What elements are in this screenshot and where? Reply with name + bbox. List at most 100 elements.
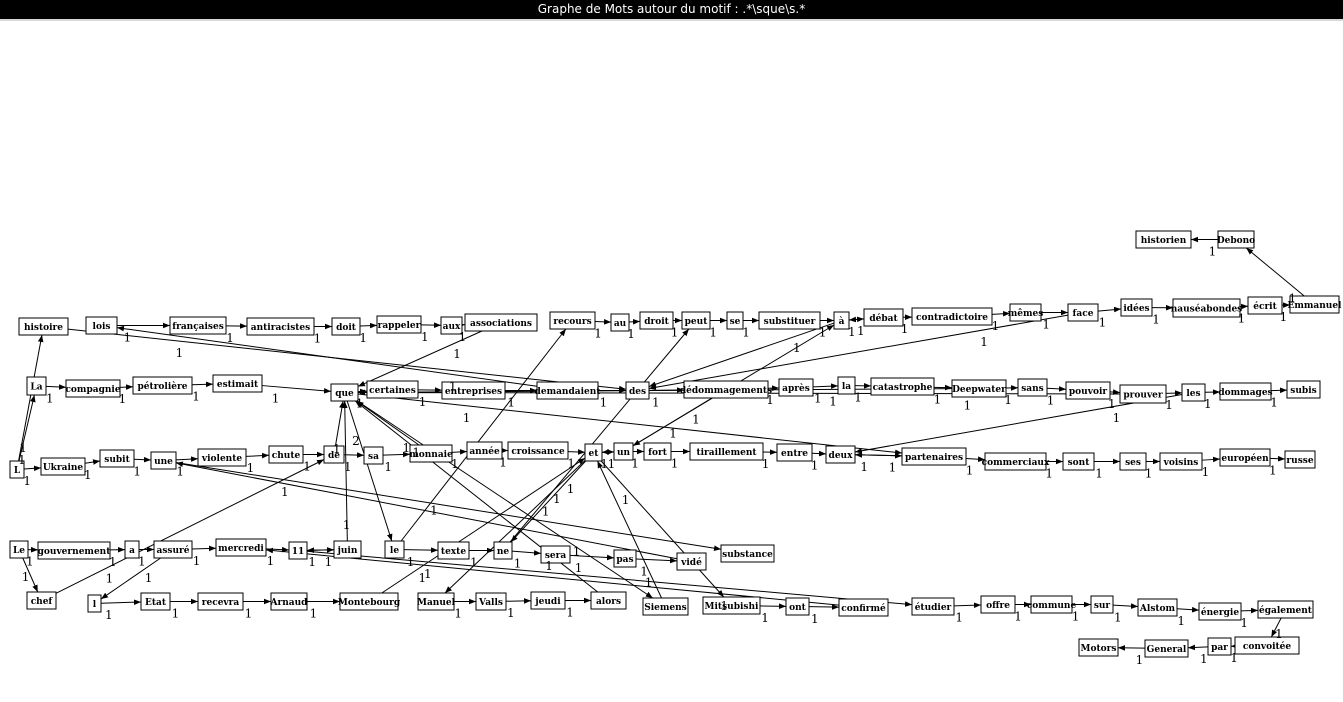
node-antiracistes[interactable]: antiracistes xyxy=(247,318,314,335)
node-violente[interactable]: violente xyxy=(198,449,246,466)
node-confirme[interactable]: confirmé xyxy=(839,599,888,616)
node-ses[interactable]: ses xyxy=(1120,453,1146,470)
node-memes[interactable]: mêmes xyxy=(1008,304,1044,321)
node-ont[interactable]: ont xyxy=(786,598,809,615)
node-pouvoir[interactable]: pouvoir xyxy=(1066,382,1110,399)
node-l_ap[interactable]: l xyxy=(88,595,101,612)
node-la[interactable]: la xyxy=(838,377,855,394)
node-alors[interactable]: alors xyxy=(591,592,626,609)
node-les[interactable]: les xyxy=(1182,384,1205,401)
node-des[interactable]: des xyxy=(626,382,649,399)
node-sans[interactable]: sans xyxy=(1018,379,1047,396)
node-europeen[interactable]: européen xyxy=(1220,449,1270,466)
node-commune[interactable]: commune xyxy=(1027,596,1077,613)
node-sur[interactable]: sur xyxy=(1091,596,1113,613)
node-tiraillement[interactable]: tiraillement xyxy=(690,443,763,460)
node-a_verb[interactable]: a xyxy=(125,541,139,558)
node-chef[interactable]: chef xyxy=(27,592,56,609)
node-histoire[interactable]: histoire xyxy=(19,318,68,335)
node-Etat[interactable]: Etat xyxy=(141,593,170,610)
node-le[interactable]: le xyxy=(385,541,404,558)
node-historien[interactable]: historien xyxy=(1136,231,1191,248)
node-vide[interactable]: vidé xyxy=(677,553,706,570)
node-que[interactable]: que xyxy=(331,384,358,401)
node-un[interactable]: un xyxy=(614,443,633,460)
node-Mitsubishi[interactable]: Mitsubishi xyxy=(703,597,760,614)
node-deux[interactable]: deux xyxy=(826,446,855,463)
node-nauseabondes[interactable]: nauséabondes xyxy=(1171,299,1242,317)
node-Motors[interactable]: Motors xyxy=(1079,639,1118,656)
node-fort[interactable]: fort xyxy=(644,443,671,460)
node-ecrit[interactable]: écrit xyxy=(1248,297,1282,314)
node-rappeler[interactable]: rappeler xyxy=(377,316,421,333)
node-etudier[interactable]: étudier xyxy=(912,598,954,615)
node-demandaient[interactable]: demandaient xyxy=(535,382,602,399)
node-par[interactable]: par xyxy=(1208,638,1231,655)
node-Siemens[interactable]: Siemens xyxy=(643,598,688,615)
node-ne[interactable]: ne xyxy=(494,542,512,559)
node-Montebourg[interactable]: Montebourg xyxy=(338,593,401,610)
node-certaines[interactable]: certaines xyxy=(367,381,418,398)
node-droit[interactable]: droit xyxy=(640,312,673,329)
node-egalement[interactable]: également xyxy=(1258,601,1313,618)
node-convoitee[interactable]: convoitée xyxy=(1235,637,1299,654)
node-Debono[interactable]: Debono xyxy=(1217,231,1255,248)
node-General[interactable]: General xyxy=(1145,640,1188,657)
node-Ukraine[interactable]: Ukraine xyxy=(41,458,85,475)
node-sa[interactable]: sa xyxy=(364,447,383,464)
node-substance[interactable]: substance xyxy=(721,545,774,562)
node-Valls[interactable]: Valls xyxy=(476,593,506,610)
node-texte[interactable]: texte xyxy=(438,542,469,559)
node-dommages[interactable]: dommages xyxy=(1218,383,1272,400)
node-Manuel[interactable]: Manuel xyxy=(417,593,456,610)
node-energie[interactable]: énergie xyxy=(1199,603,1241,620)
node-sont[interactable]: sont xyxy=(1063,453,1094,470)
node-lois[interactable]: lois xyxy=(86,317,117,334)
node-compagnie[interactable]: compagnie xyxy=(65,380,120,397)
node-entre[interactable]: entre xyxy=(777,444,812,461)
node-debat[interactable]: débat xyxy=(864,309,903,326)
node-dedommagements[interactable]: dédommagements xyxy=(680,381,772,398)
node-Arnaud[interactable]: Arnaud xyxy=(270,593,309,610)
node-apres[interactable]: après xyxy=(779,379,813,396)
node-recours[interactable]: recours xyxy=(550,312,595,329)
node-subis[interactable]: subis xyxy=(1287,381,1320,398)
node-prouver[interactable]: prouver xyxy=(1120,385,1166,403)
node-francaises[interactable]: françaises xyxy=(170,317,226,334)
node-face[interactable]: face xyxy=(1068,304,1098,321)
node-peut[interactable]: peut xyxy=(682,312,710,329)
node-contradictoire[interactable]: contradictoire xyxy=(912,308,992,325)
node-croissance[interactable]: croissance xyxy=(508,442,568,459)
node-annee[interactable]: année xyxy=(467,442,502,459)
node-a_acc[interactable]: à xyxy=(834,312,849,329)
node-chute[interactable]: chute xyxy=(269,446,303,463)
node-une[interactable]: une xyxy=(151,452,176,469)
node-partenaires[interactable]: partenaires xyxy=(902,448,966,465)
node-recevra[interactable]: recevra xyxy=(198,593,243,610)
node-doit[interactable]: doit xyxy=(332,318,360,335)
node-substituer[interactable]: substituer xyxy=(759,312,820,329)
node-petroliere[interactable]: pétrolière xyxy=(133,377,192,394)
node-gouvernement[interactable]: gouvernement xyxy=(38,542,112,559)
node-commerciaux[interactable]: commerciaux xyxy=(982,453,1050,470)
node-jeudi[interactable]: jeudi xyxy=(531,592,565,609)
node-associations[interactable]: associations xyxy=(465,314,537,331)
node-estimait[interactable]: estimait xyxy=(213,375,262,392)
node-assure[interactable]: assuré xyxy=(154,541,192,558)
node-Alstom[interactable]: Alstom xyxy=(1138,599,1177,616)
node-Deepwater[interactable]: Deepwater xyxy=(952,380,1006,397)
node-pas[interactable]: pas xyxy=(614,550,636,567)
node-mercredi[interactable]: mercredi xyxy=(216,539,266,556)
node-russe[interactable]: russe xyxy=(1285,451,1315,468)
node-voisins[interactable]: voisins xyxy=(1160,453,1202,470)
edge-weight: 1 xyxy=(245,607,253,621)
node-se[interactable]: se xyxy=(727,312,743,329)
node-idees[interactable]: idées xyxy=(1121,299,1152,316)
node-La[interactable]: La xyxy=(27,377,46,395)
node-catastrophe[interactable]: catastrophe xyxy=(871,378,934,395)
edge-weight: 1 xyxy=(412,445,420,459)
node-subit[interactable]: subit xyxy=(100,450,134,467)
node-n11[interactable]: 11 xyxy=(289,542,307,559)
node-juin[interactable]: juin xyxy=(334,541,361,558)
node-offre[interactable]: offre xyxy=(981,596,1015,613)
